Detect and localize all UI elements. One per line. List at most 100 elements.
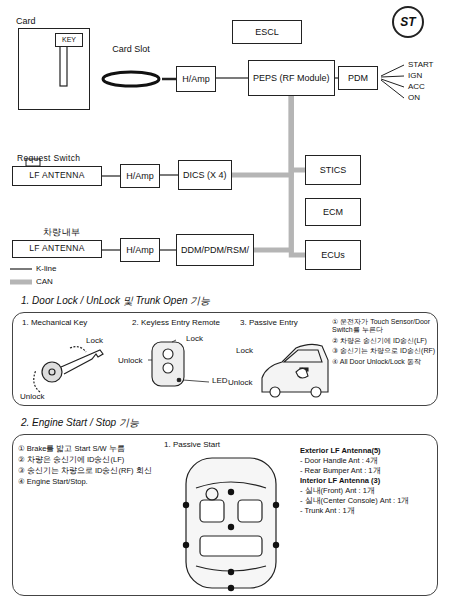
- ecus-box: ECUs: [305, 240, 361, 270]
- antenna-note: - Door Handle Ant : 4개: [300, 456, 434, 465]
- text-column: ① 운전자가 Touch Sensor/Door Switch를 누른다 ② 차량…: [332, 318, 436, 368]
- step-note: ③ 송신기는 차량으로 ID송신(RF): [332, 347, 436, 355]
- mechanical-key: [49, 369, 55, 375]
- part-label: 3. Passive Entry: [240, 318, 298, 328]
- part-label: IGN: [408, 71, 422, 81]
- remote-fob: [163, 363, 173, 373]
- remote-fob: [163, 349, 173, 359]
- node-heading: 2. Engine Start / Stop 기능: [21, 416, 139, 430]
- node-label: ECUs: [321, 250, 345, 260]
- legend: K-lineCAN: [10, 262, 56, 288]
- node-label: STICS: [320, 165, 347, 175]
- lf-antenna-dots: [183, 502, 189, 508]
- passive-entry-car: [296, 368, 308, 378]
- part-label: LED: [212, 376, 228, 386]
- mechanical-key: [34, 347, 103, 392]
- node-heading: Request Switch: [17, 154, 80, 164]
- part-label: Unlock: [20, 392, 44, 402]
- card-slot: Card Slot: [100, 44, 162, 88]
- part-label: 1. Mechanical Key: [22, 318, 87, 328]
- node-label: H/Amp: [126, 245, 154, 255]
- step-note: ④ Engine Start/Stop.: [18, 477, 156, 486]
- node-heading: 1. Door Lock / UnLock 및 Trunk Open 기능: [21, 294, 210, 308]
- part-label: ON: [408, 93, 420, 103]
- antenna-note: Interior LF Antenna (3): [300, 476, 434, 485]
- step-note: ② 차량은 송신기에 ID송신(LF): [18, 455, 156, 464]
- legend-sample: [10, 278, 32, 286]
- mechanical-key: [34, 370, 40, 392]
- lf-antenna-dots: [228, 489, 234, 495]
- dics-box: DICS (X 4): [178, 160, 232, 190]
- node-label: LF ANTENNA: [29, 171, 84, 181]
- antenna-note: Exterior LF Antenna(5): [300, 446, 434, 455]
- passive-entry-car: [311, 387, 321, 397]
- pdm-output-lines: [381, 80, 404, 98]
- passive-entry-car: [284, 350, 322, 362]
- escl-box: ESCL: [232, 20, 302, 44]
- legend-text: K-line: [36, 264, 56, 273]
- pdm-output-lines: [381, 65, 404, 98]
- ecu-group-box: DDM/PDM/RSM/: [176, 234, 254, 266]
- node-label: KEY: [62, 36, 76, 44]
- remote-fob: [152, 342, 184, 386]
- step-note: ② 차량은 송신기에 ID송신(LF): [332, 337, 436, 345]
- k-line-wire: [216, 77, 248, 78]
- mechanical-key: [61, 350, 103, 374]
- passive-start-car: [200, 500, 224, 522]
- amp-box: H/Amp: [176, 66, 216, 92]
- node-label: ESCL: [255, 27, 279, 37]
- k-line-wire: [102, 175, 120, 176]
- key-box: KEY: [55, 33, 83, 47]
- card-outline: CardKEY: [18, 28, 90, 110]
- passive-entry-car: [262, 344, 328, 397]
- legend-sample: [10, 265, 32, 273]
- card-key-blade: [60, 46, 67, 86]
- k-line-wire: [160, 174, 178, 175]
- step-note: ④ All Door Unlock/Lock 동작: [332, 358, 436, 366]
- node-label: ST: [400, 15, 415, 29]
- peps-box: PEPS (RF Module): [248, 60, 335, 96]
- lf-antenna-dots: [273, 542, 279, 548]
- k-line-wire: [162, 78, 176, 81]
- passive-start-car: [186, 458, 276, 588]
- part-label: 2. Keyless Entry Remote: [132, 318, 220, 328]
- step-note: ① 운전자가 Touch Sensor/Door Switch를 누른다: [332, 318, 436, 335]
- lf-antenna-dots: [273, 502, 279, 508]
- node-label: DDM/PDM/RSM/: [181, 245, 249, 255]
- legend-row: K-line: [10, 262, 56, 275]
- part-label: Lock: [236, 346, 253, 356]
- passive-entry-car: [262, 344, 328, 392]
- lf-antenna-dots: [228, 524, 234, 530]
- can-bus-line: [232, 96, 292, 175]
- antenna-note: - Trunk Ant : 1개: [300, 506, 434, 515]
- step-note: ③ 송신기는 차량으로 ID송신(RF) 회신: [18, 466, 156, 475]
- slot-ellipse: [103, 72, 159, 86]
- antenna-note: - 실내(Front) Ant : 1개: [300, 486, 434, 495]
- antenna-note: - 실내(Center Console) Ant : 1개: [300, 496, 434, 505]
- pdm-output-lines: [381, 65, 404, 76]
- passive-start-car: [206, 488, 218, 500]
- k-line-wire: [160, 249, 176, 250]
- passive-entry-car: [270, 387, 280, 397]
- step-note: ① Brake를 밟고 Start S/W 누름: [18, 444, 156, 453]
- can-bus-line: [254, 96, 291, 250]
- antenna-box: 차량내부LF ANTENNA: [12, 240, 102, 258]
- passive-start-car: [186, 458, 276, 588]
- card-key-blade: [60, 46, 67, 86]
- part-label: 1. Passive Start: [164, 440, 220, 450]
- k-line-wire: [102, 249, 120, 250]
- node-label: ECM: [323, 207, 343, 217]
- start-circle: ST: [392, 6, 424, 38]
- mechanical-key: [42, 362, 62, 382]
- node-label: PDM: [348, 73, 368, 83]
- remote-fob: [148, 360, 152, 361]
- slot-ellipse: [100, 68, 162, 88]
- pdm-box: PDM: [338, 66, 378, 90]
- remote-fob: [148, 340, 209, 386]
- node-label: H/Amp: [126, 171, 154, 181]
- text-column: ① Brake를 밟고 Start S/W 누름 ② 차량은 송신기에 ID송신(…: [18, 444, 156, 488]
- part-label: START: [408, 60, 433, 70]
- lf-antenna-dots: [183, 542, 189, 548]
- node-label: H/Amp: [182, 74, 210, 84]
